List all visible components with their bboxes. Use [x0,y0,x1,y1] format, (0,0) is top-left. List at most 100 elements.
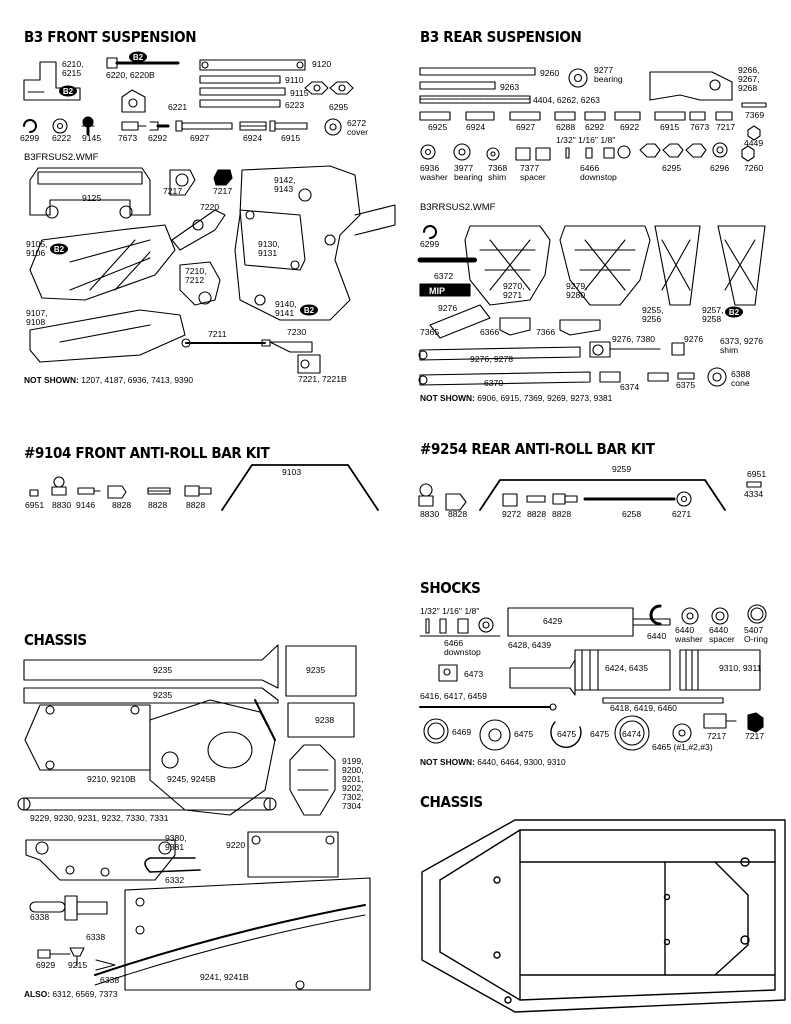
part-number: 9277 [594,65,614,75]
part-number: 9268 [738,83,758,93]
part-number: 9105, [26,239,48,249]
part-number: 6292 [585,122,605,132]
part-number: 9199, [342,756,364,766]
part-number: spacer [520,172,546,182]
part-number: cover [347,127,369,137]
part-number: 9266, [738,65,760,75]
part-number: 9276, 7380 [612,334,656,344]
part-number: 6925 [428,122,448,132]
part-number: 7211 [208,329,227,339]
part-number: 8828 [527,509,547,519]
part-number: 7217 [163,186,183,196]
part-number: 6215 [62,68,82,78]
part-number: 6936 [420,163,440,173]
part-number: 6915 [281,133,301,143]
part-number: 9115 [290,88,309,98]
front-suspension-title: B3 FRONT SUSPENSION [24,28,197,46]
part-number: 6922 [620,122,640,132]
front-suspension-large-parts [30,166,395,373]
part-number: 9280 [566,290,586,300]
part-number: 9279, [566,281,588,291]
part-number: 1/32" 1/16" 1/8" [420,606,480,616]
part-number: 7221, 7221B [298,374,347,384]
part-number: 9145 [82,133,102,143]
part-number: 7369 [745,110,765,120]
part-number: 4449 [744,138,764,148]
part-number: 8828 [186,500,206,510]
part-number: 9380, [165,833,187,843]
part-number: 6299 [420,239,440,249]
part-number: 6366 [480,327,500,337]
front-suspension-not-shown: NOT SHOWN: 1207, 4187, 6936, 7413, 9390 [24,375,194,385]
part-number: 6258 [622,509,642,519]
part-number: 8828 [552,509,572,519]
part-number: 6296 [710,163,730,173]
part-number: 9276, 9278 [470,354,514,364]
part-number: 3977 [454,163,474,173]
svg-text:B2: B2 [304,306,315,315]
front-anti-roll-parts [30,465,378,510]
part-number: 6924 [466,122,486,132]
b2-badge: B2 [50,243,68,255]
part-number: 9276 [684,334,704,344]
part-number: downstop [444,647,481,657]
part-number: 9260 [540,68,560,78]
rear-suspension-large-parts [419,226,765,386]
mip-wrench-label: MIP [429,286,445,296]
part-number: 5407 [744,625,764,635]
part-number: 7217 [707,731,727,741]
chassis-left-title: CHASSIS [24,631,87,649]
shocks-not-shown: NOT SHOWN: 6440, 6464, 9300, 9310 [420,757,566,767]
part-number: 6271 [672,509,692,519]
part-number: 6469 [452,727,472,737]
front-anti-roll-title: #9104 FRONT ANTI-ROLL BAR KIT [24,444,270,462]
rear-suspension-not-shown: NOT SHOWN: 6906, 6915, 7369, 9269, 9273,… [420,393,613,403]
part-number: 9272 [502,509,522,519]
part-number: 9271 [503,290,523,300]
part-number: 9210, 9210B [87,774,136,784]
part-number: 7673 [690,122,710,132]
part-number: 6338 [86,932,106,942]
svg-text:B2: B2 [54,245,65,254]
chassis-right-plate [422,820,785,1012]
front-suspension-filename: B3FRSUS2.WMF [24,152,99,163]
part-number: 7673 [118,133,138,143]
rear-anti-roll-title: #9254 REAR ANTI-ROLL BAR KIT [420,440,655,458]
part-number: 9130, [258,239,280,249]
part-number: shim [720,345,739,355]
part-number: 9241, 9241B [200,972,249,982]
part-number: 6375 [676,380,696,390]
part-number: 6338 [100,975,120,985]
part-number: 7377 [520,163,540,173]
part-number: 8828 [112,500,132,510]
part-number: 8828 [448,509,468,519]
part-number: 6428, 6439 [508,640,552,650]
part-number: O-ring [744,634,768,644]
part-number: 6299 [20,133,40,143]
part-number: 4334 [744,489,764,499]
part-number: 9255, [642,305,664,315]
part-number: 6440 [647,631,667,641]
part-number: 6475 [514,729,534,739]
part-number: 6475 [557,729,577,739]
b2-badge: B2 [725,306,743,318]
part-number: 7217 [213,186,233,196]
part-number: 6951 [747,469,767,479]
part-number: 9107, [26,308,48,318]
part-number: 9267, [738,74,760,84]
part-number: 9103 [282,467,302,477]
chassis-also-note: ALSO: 6312, 6569, 7373 [24,989,118,999]
part-number: 9143 [274,184,294,194]
part-number: 7366 [536,327,556,337]
part-number: 6475 [590,729,610,739]
part-number: 6473 [464,669,484,679]
part-number: washer [420,172,448,182]
part-number: 9235 [153,665,173,675]
part-number: 6924 [243,133,263,143]
part-number: 9140, [275,299,297,309]
svg-text:MIP: MIP [429,286,445,296]
part-number: 6440 [675,625,695,635]
part-number: 6927 [190,133,210,143]
part-number: 7217 [716,122,736,132]
part-number: 7365 [420,327,440,337]
